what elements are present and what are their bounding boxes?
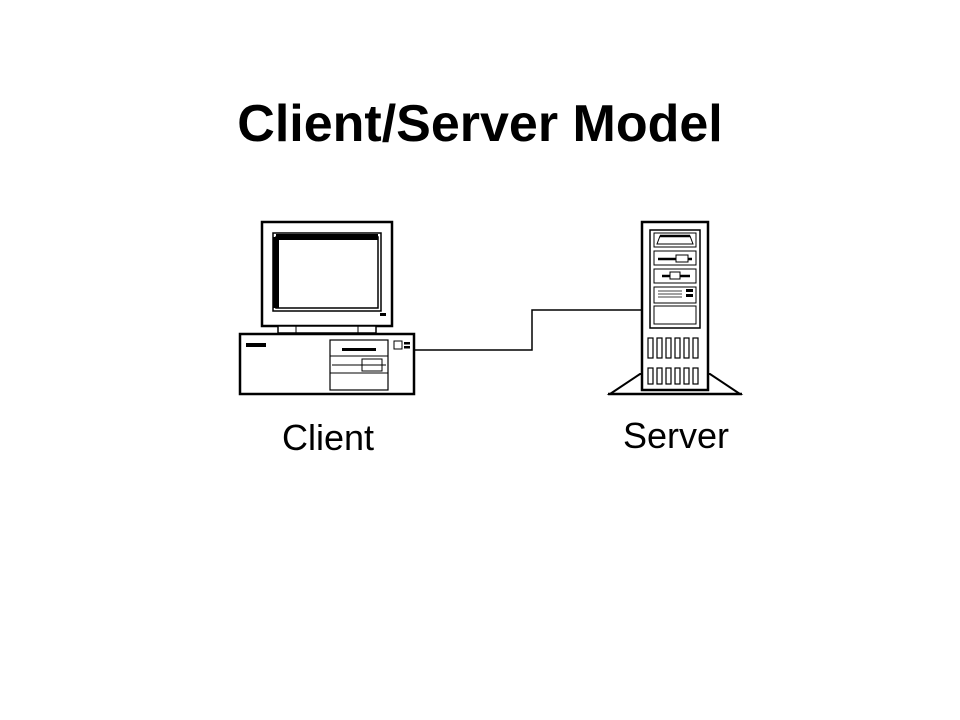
client-label: Client [281,417,375,458]
slide-title: Client/Server Model [237,95,723,153]
tower-server-icon [606,220,744,396]
server-label: Server [622,415,730,456]
network-cable [414,309,644,351]
desktop-computer-icon [238,220,416,396]
